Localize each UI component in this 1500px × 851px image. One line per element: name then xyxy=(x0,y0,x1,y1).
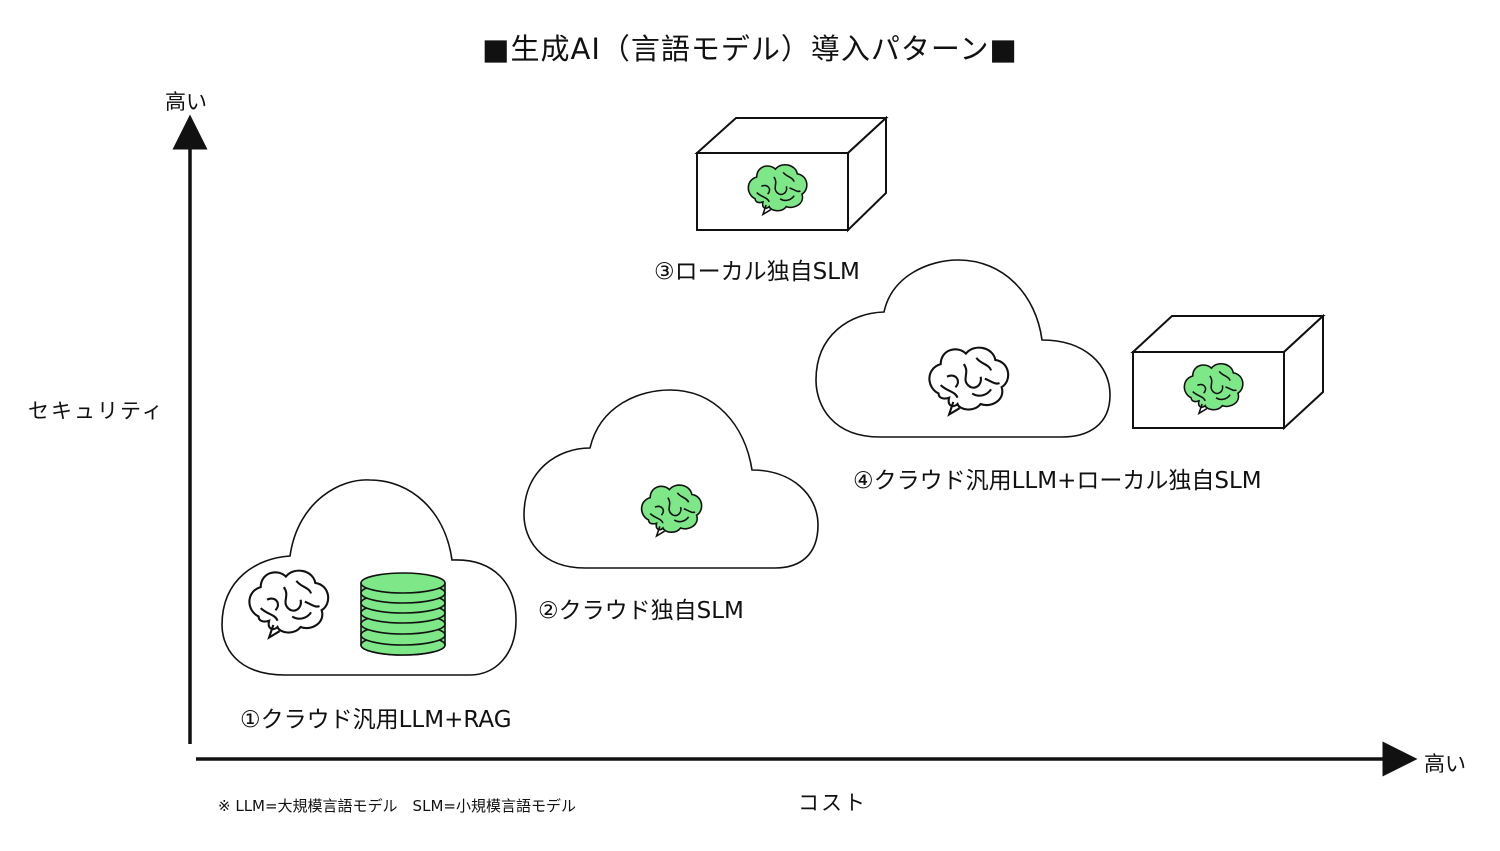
diagram-title: ■生成AI（言語モデル）導入パターン■ xyxy=(482,32,1018,66)
server-box-icon xyxy=(1130,313,1326,431)
pattern-4-label: ④クラウド汎用LLM+ローカル独自SLM xyxy=(853,468,1262,494)
database-icon xyxy=(360,572,446,656)
x-axis-high-label: 高い xyxy=(1424,752,1466,776)
y-axis-label: セキュリティ xyxy=(28,399,165,423)
x-axis-label: コスト xyxy=(798,791,867,815)
y-axis-high-label: 高い xyxy=(165,90,207,114)
pattern-1-label: ①クラウド汎用LLM+RAG xyxy=(240,707,512,733)
pattern-2-label: ②クラウド独自SLM xyxy=(538,598,744,624)
cloud-icon xyxy=(523,389,819,569)
pattern-3-label: ③ローカル独自SLM xyxy=(654,259,860,285)
footnote: ※ LLM=大規模言語モデル SLM=小規模言語モデル xyxy=(218,797,576,815)
cloud-icon xyxy=(815,259,1111,438)
